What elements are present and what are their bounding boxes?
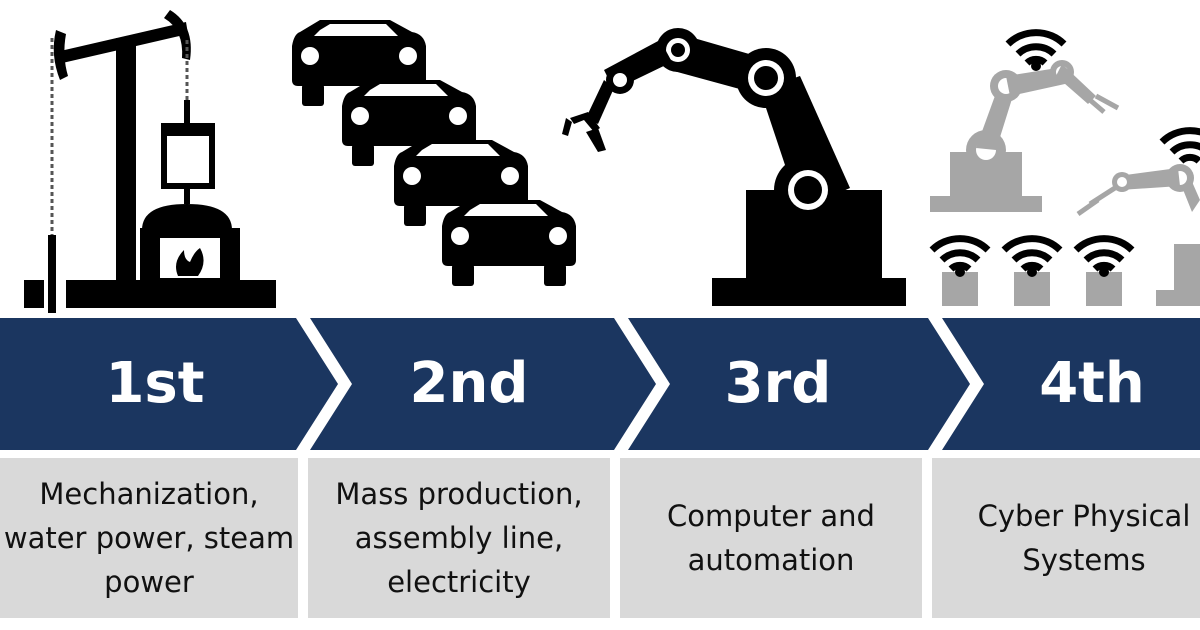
stage-description-2: Mass production, assembly line, electric…: [335, 477, 583, 599]
chevron-3: [628, 318, 970, 450]
stage-number-2: 2nd: [409, 351, 529, 416]
stage-number-4: 4th: [1039, 351, 1145, 416]
chevron-4: [942, 318, 1200, 450]
stage-number-3: 3rd: [724, 351, 832, 416]
stage-description-3: Computer and automation: [667, 499, 875, 577]
chevron-2: [310, 318, 656, 450]
robot-arm-icon: [562, 28, 906, 306]
assembly-line-cars-icon: [292, 20, 576, 286]
stage-description-box-4: Cyber Physical Systems: [932, 458, 1200, 618]
timeline-band: [0, 318, 1200, 450]
stage-description-box-2: Mass production, assembly line, electric…: [308, 458, 610, 618]
stage-description-4: Cyber Physical Systems: [977, 499, 1191, 577]
stage-description-1: Mechanization, water power, steam power: [3, 477, 295, 599]
chevron-1: [0, 318, 338, 450]
steam-pump-icon: [24, 10, 276, 313]
stage-description-box-1: Mechanization, water power, steam power: [0, 458, 298, 618]
stage-description-box-3: Computer and automation: [620, 458, 922, 618]
connected-robots-wifi-icon: [930, 33, 1200, 306]
illustrations: [24, 10, 1200, 313]
stage-number-1: 1st: [105, 351, 205, 416]
